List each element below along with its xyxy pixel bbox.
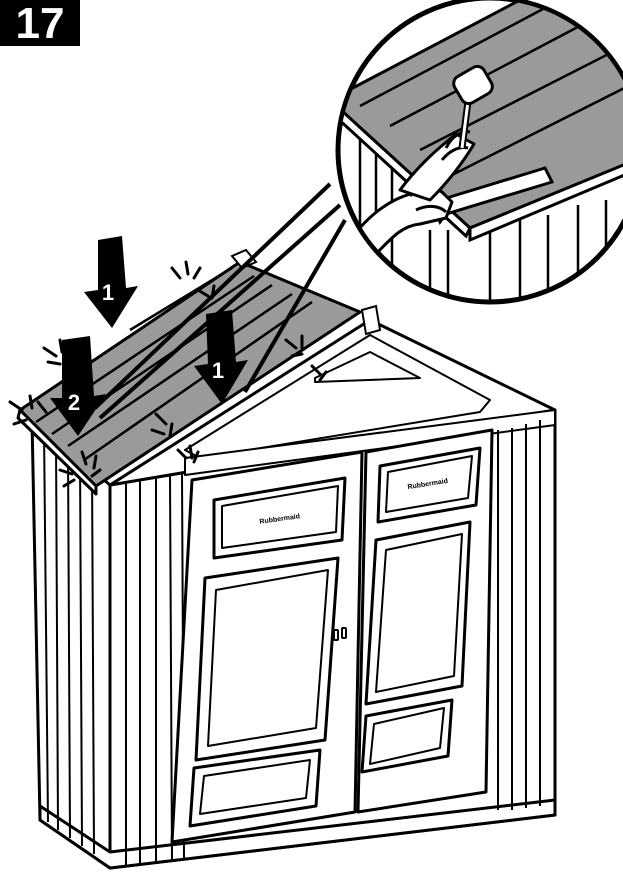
push-arrow-2: 2 xyxy=(50,336,106,436)
mallet-icon xyxy=(452,64,494,149)
door-handles xyxy=(333,627,347,641)
zoom-detail xyxy=(335,0,623,305)
left-door xyxy=(170,450,364,844)
impact-burst-icon xyxy=(8,260,328,488)
zoom-roof-ribs xyxy=(359,0,623,178)
header-beam xyxy=(184,409,556,476)
arrow-1b-label: 1 xyxy=(212,358,224,383)
roof-panel xyxy=(16,248,382,496)
front-wall-ribs xyxy=(125,420,541,866)
zoom-roof-edge xyxy=(468,147,623,243)
arrow-1a-label: 1 xyxy=(102,280,114,305)
gable-vent xyxy=(314,351,421,383)
ridge-end-cap xyxy=(360,304,382,336)
step-number: 17 xyxy=(16,0,65,48)
push-arrow-1b: 1 xyxy=(194,310,248,404)
side-wall-ribs xyxy=(43,429,95,855)
roof-edge xyxy=(16,408,98,496)
right-door xyxy=(356,428,494,814)
push-arrow-1a: 1 xyxy=(84,236,138,328)
arrow-2-label: 2 xyxy=(68,390,80,415)
base-trim xyxy=(38,798,557,870)
hand-holding-mallet xyxy=(398,130,476,202)
ridge-cap xyxy=(230,248,258,270)
step-badge: 17 xyxy=(0,0,80,48)
